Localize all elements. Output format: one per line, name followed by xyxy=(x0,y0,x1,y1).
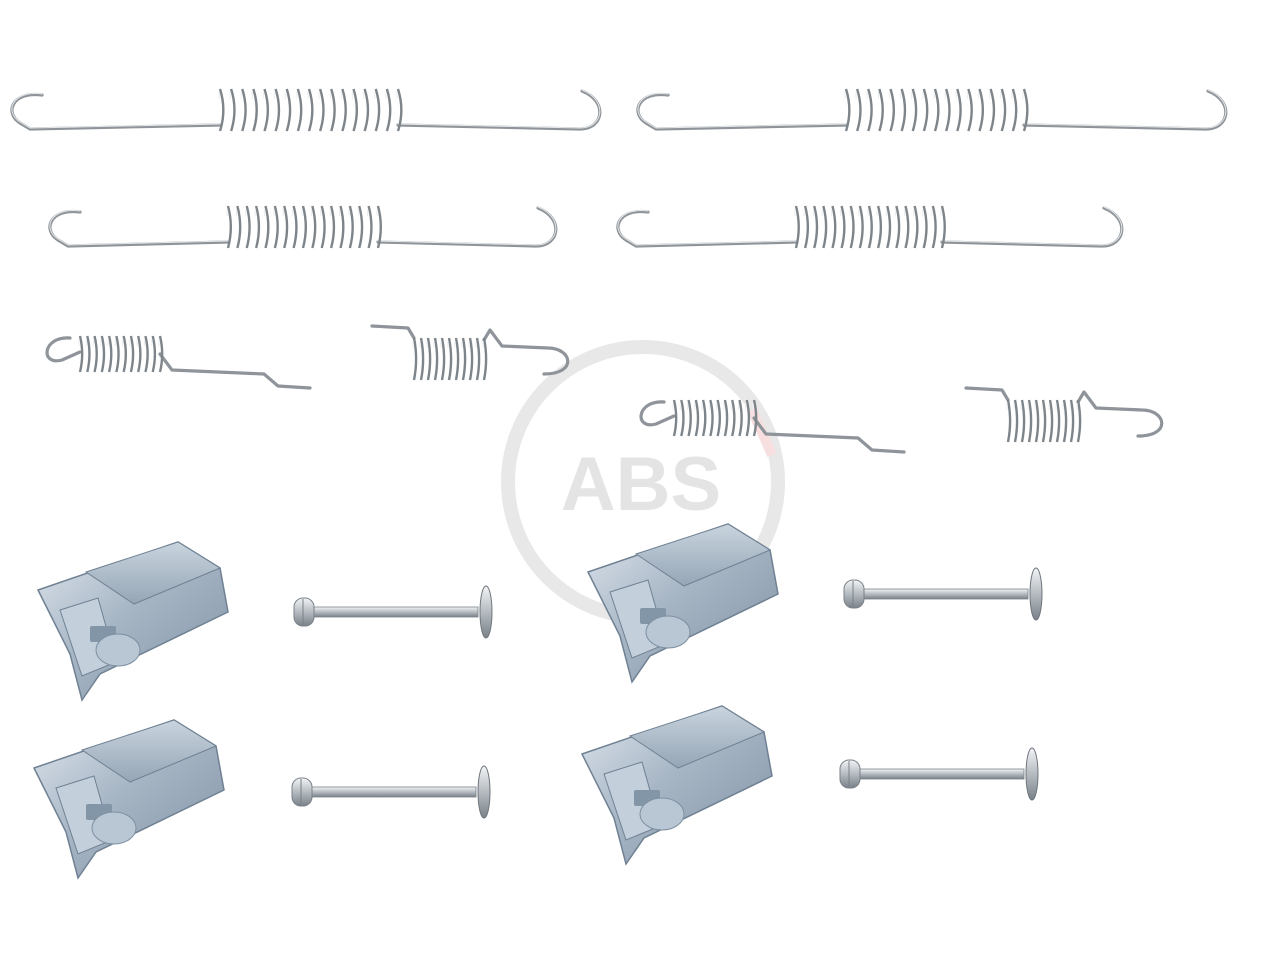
long-spring-1 xyxy=(10,88,602,132)
long-spring-3 xyxy=(48,205,558,249)
short-spring-1 xyxy=(45,335,312,390)
hold-down-pin-4 xyxy=(839,747,1039,801)
spring-clip-3 xyxy=(32,719,225,880)
hold-down-pin-1 xyxy=(293,585,493,639)
short-spring-4 xyxy=(964,386,1164,443)
watermark-text: ABS xyxy=(561,442,721,527)
hold-down-pin-3 xyxy=(291,765,491,819)
spring-clip-4 xyxy=(580,705,773,866)
spring-clip-2 xyxy=(586,523,779,684)
long-spring-2 xyxy=(636,88,1228,132)
long-spring-4 xyxy=(616,205,1124,249)
short-spring-2 xyxy=(370,324,570,381)
spring-clip-1 xyxy=(36,541,229,702)
hold-down-pin-2 xyxy=(843,567,1043,621)
short-spring-3 xyxy=(639,399,906,454)
